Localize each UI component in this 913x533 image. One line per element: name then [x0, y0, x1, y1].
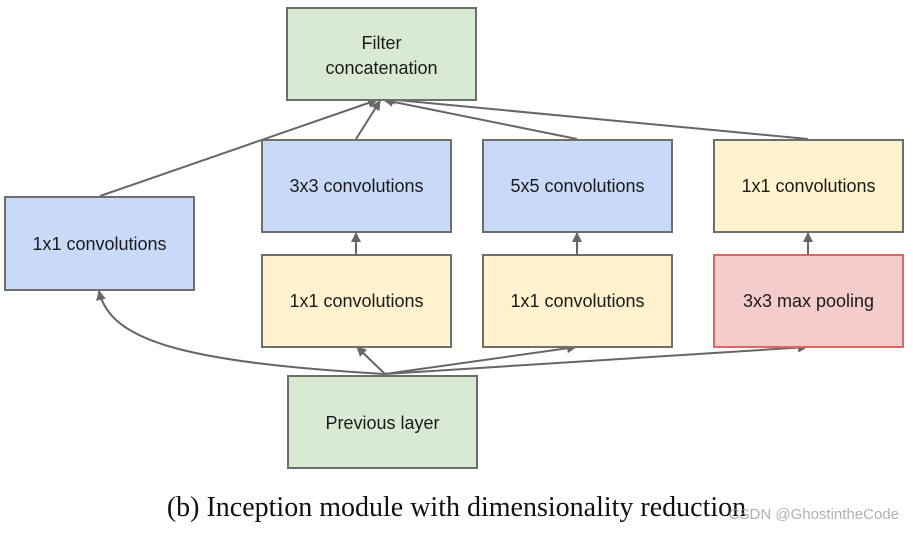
conv1x1-before-3x3-label: 1x1 convolutions	[289, 291, 423, 311]
node-conv1x1-before-3x3: 1x1 convolutions	[261, 254, 452, 348]
edge-conv1x1-left-to-concat	[99, 98, 378, 197]
conv1x1-after-pool-label: 1x1 convolutions	[741, 176, 875, 196]
node-conv1x1-after-pool: 1x1 convolutions	[713, 139, 904, 233]
node-maxpool-3x3: 3x3 max pooling	[713, 254, 904, 348]
edge-previous-to-maxpool	[384, 342, 808, 375]
edge-conv3x3-to-concat	[355, 100, 381, 140]
node-conv1x1-left: 1x1 convolutions	[4, 196, 195, 291]
node-previous-layer: Previous layer	[287, 375, 478, 469]
node-conv1x1-before-5x5: 1x1 convolutions	[482, 254, 673, 348]
filter-concat-label-line2: concatenation	[325, 58, 437, 78]
maxpool-3x3-label: 3x3 max pooling	[743, 291, 874, 311]
conv3x3-label: 3x3 convolutions	[289, 176, 423, 196]
edge-previous-to-conv1x1-left	[96, 290, 386, 375]
filter-concat-label-line1: Filter	[362, 33, 402, 53]
conv5x5-label: 5x5 convolutions	[510, 176, 644, 196]
watermark: CSDN @GhostintheCode	[728, 506, 899, 523]
node-filter-concatenation: Filter concatenation	[286, 7, 477, 101]
edge-previous-to-reduce3x3	[356, 346, 386, 375]
edge-previous-to-reduce5x5	[384, 343, 577, 375]
edge-conv5x5-to-concat	[383, 96, 578, 140]
conv1x1-before-5x5-label: 1x1 convolutions	[510, 291, 644, 311]
node-conv3x3: 3x3 convolutions	[261, 139, 452, 233]
node-conv5x5: 5x5 convolutions	[482, 139, 673, 233]
conv1x1-left-label: 1x1 convolutions	[32, 234, 166, 254]
edges	[96, 94, 813, 375]
previous-layer-label: Previous layer	[325, 413, 439, 433]
edge-conv1x1-pool-to-concat	[385, 94, 809, 140]
figure-caption: (b) Inception module with dimensionality…	[166, 492, 747, 523]
